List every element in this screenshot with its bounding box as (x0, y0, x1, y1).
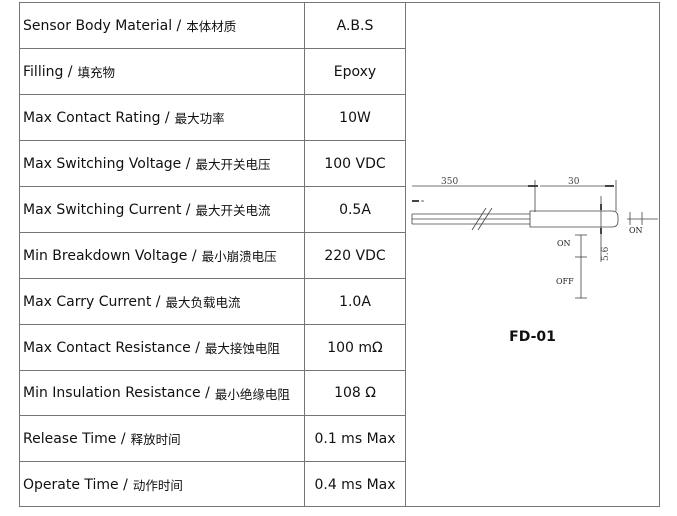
dim-body-label: 30 (568, 177, 580, 187)
spec-label-zh: 填充物 (77, 65, 116, 80)
spec-label-zh: 最大功率 (174, 111, 225, 126)
spec-label-zh: 释放时间 (130, 432, 181, 447)
spec-label-en: Filling / (23, 63, 73, 80)
spec-label-en: Max Switching Current / (23, 201, 191, 218)
spec-label-zh: 最大开关电流 (195, 203, 271, 218)
spec-table: 350 30 5.6 ON (19, 2, 660, 507)
spec-value: 100 mΩ (305, 325, 406, 370)
spec-row: Filling / 填充物 Epoxy (20, 49, 406, 95)
spec-label-zh: 动作时间 (132, 478, 183, 493)
spec-row: Operate Time / 动作时间 0.4 ms Max (20, 462, 406, 507)
spec-label-zh: 最大接蚀电阻 (204, 341, 280, 356)
spec-value: 10W (305, 95, 406, 140)
spec-label: Max Switching Current / 最大开关电流 (23, 187, 305, 232)
spec-label: Max Switching Voltage / 最大开关电压 (23, 141, 305, 186)
spec-label-en: Release Time / (23, 430, 126, 447)
spec-label-en: Max Switching Voltage / (23, 155, 191, 172)
spec-label-zh: 本体材质 (186, 19, 237, 34)
spec-label-en: Max Contact Rating / (23, 109, 170, 126)
label-on: ON (557, 239, 571, 248)
spec-row: Max Contact Resistance / 最大接蚀电阻 100 mΩ (20, 325, 406, 371)
dimension-diagram: 350 30 5.6 ON (406, 3, 659, 506)
spec-label: Release Time / 释放时间 (23, 416, 305, 461)
spec-label-en: Min Insulation Resistance / (23, 385, 210, 401)
spec-value: 0.5A (305, 187, 406, 232)
spec-label-zh: 最小绝缘电阻 (214, 386, 290, 402)
spec-label: Max Contact Resistance / 最大接蚀电阻 (23, 325, 305, 370)
label-on-side: ON (629, 226, 643, 235)
model-name: FD-01 (509, 329, 556, 345)
spec-label-en: Sensor Body Material / (23, 17, 182, 34)
spec-row: Max Carry Current / 最大负载电流 1.0A (20, 279, 406, 325)
spec-label-en: Max Carry Current / (23, 293, 161, 310)
spec-row: Sensor Body Material / 本体材质 A.B.S (20, 3, 406, 49)
spec-label: Sensor Body Material / 本体材质 (23, 3, 305, 48)
spec-label: Operate Time / 动作时间 (23, 462, 305, 507)
spec-label-zh: 最大开关电压 (195, 157, 271, 172)
spec-value: 108 Ω (305, 371, 406, 415)
spec-value: Epoxy (305, 49, 406, 94)
spec-row: Release Time / 释放时间 0.1 ms Max (20, 416, 406, 462)
spec-row: Max Switching Current / 最大开关电流 0.5A (20, 187, 406, 233)
spec-row: Min Breakdown Voltage / 最小崩溃电压 220 VDC (20, 233, 406, 279)
dim-diameter-label: 5.6 (601, 246, 611, 261)
spec-value: A.B.S (305, 3, 406, 48)
spec-label: Max Carry Current / 最大负载电流 (23, 279, 305, 324)
label-off: OFF (556, 277, 574, 286)
spec-value: 220 VDC (305, 233, 406, 278)
spec-label: Min Breakdown Voltage / 最小崩溃电压 (23, 233, 305, 278)
spec-value: 1.0A (305, 279, 406, 324)
spec-value: 0.1 ms Max (305, 416, 406, 461)
spec-label: Min Insulation Resistance /最小绝缘电阻 (23, 371, 305, 415)
spec-label-zh: 最大负载电流 (165, 295, 241, 310)
spec-label-en: Operate Time / (23, 476, 128, 493)
spec-label-zh: 最小崩溃电压 (201, 249, 277, 264)
spec-label: Max Contact Rating / 最大功率 (23, 95, 305, 140)
spec-value: 100 VDC (305, 141, 406, 186)
spec-label: Filling / 填充物 (23, 49, 305, 94)
spec-label-en: Max Contact Resistance / (23, 339, 200, 356)
spec-value: 0.4 ms Max (305, 462, 406, 507)
sensor-drawing: 350 30 5.6 ON (411, 177, 658, 299)
spec-row: Max Contact Rating / 最大功率 10W (20, 95, 406, 141)
dim-cable-label: 350 (441, 177, 458, 187)
spec-label-en: Min Breakdown Voltage / (23, 247, 197, 264)
spec-row: Max Switching Voltage / 最大开关电压 100 VDC (20, 141, 406, 187)
